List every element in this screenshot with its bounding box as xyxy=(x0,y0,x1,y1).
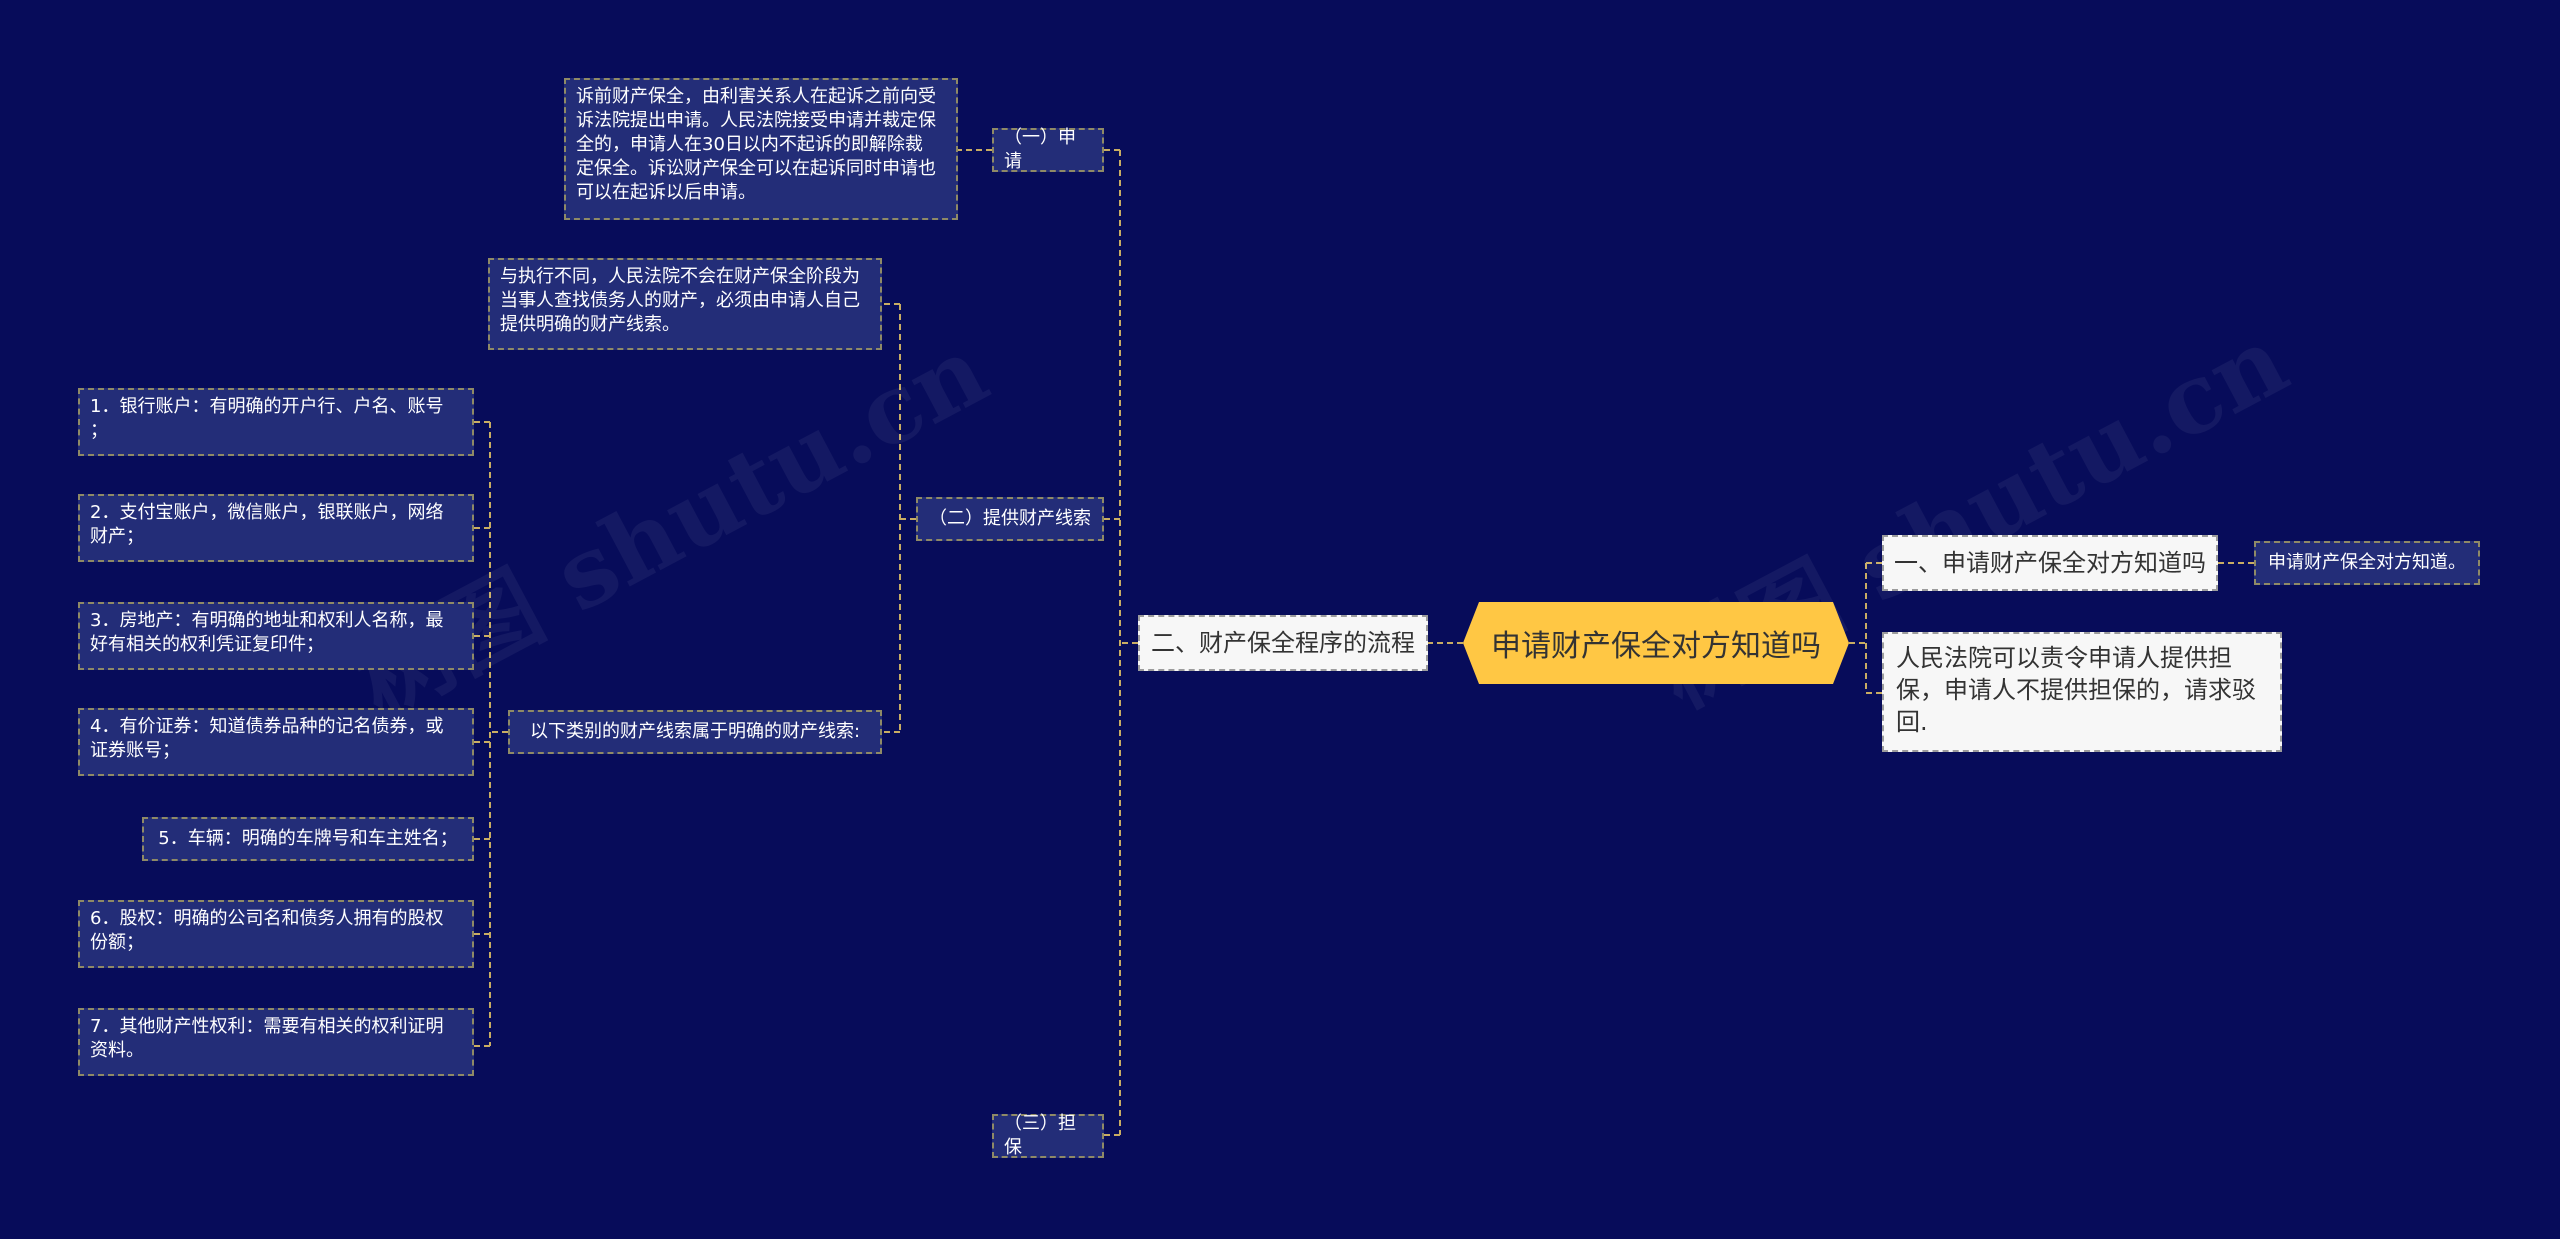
right-branch-answer[interactable]: 申请财产保全对方知道。 xyxy=(2254,541,2480,585)
clue-item[interactable]: 6．股权：明确的公司名和债务人拥有的股权 份额； xyxy=(78,900,474,968)
apply-detail[interactable]: 诉前财产保全，由利害关系人在起诉之前向受 诉法院提出申请。人民法院接受申请并裁定… xyxy=(564,78,958,220)
root-topic[interactable]: 申请财产保全对方知道吗 xyxy=(1463,602,1849,684)
clue-item[interactable]: 3．房地产：有明确的地址和权利人名称，最 好有相关的权利凭证复印件； xyxy=(78,602,474,670)
connector-root-right xyxy=(1849,562,1882,694)
connector-main-subs xyxy=(1104,149,1138,1136)
clue-item[interactable]: 2．支付宝账户，微信账户，银联账户，网络 财产； xyxy=(78,494,474,562)
clue-item[interactable]: 5．车辆：明确的车牌号和车主姓名； xyxy=(142,817,474,861)
connector-list-items xyxy=(474,421,508,1047)
clue-item[interactable]: 4．有价证券：知道债券品种的记名债券，或 证券账号； xyxy=(78,708,474,776)
right-branch-question[interactable]: 一、申请财产保全对方知道吗 xyxy=(1882,535,2218,591)
clue-item[interactable]: 7．其他财产性权利：需要有相关的权利证明 资料。 xyxy=(78,1008,474,1076)
connector-sub2-children xyxy=(882,303,916,733)
clue-item[interactable]: 1．银行账户：有明确的开户行、户名、账号 ； xyxy=(78,388,474,456)
sub-topic-property-clues[interactable]: （二）提供财产线索 xyxy=(916,497,1104,541)
left-main-process[interactable]: 二、财产保全程序的流程 xyxy=(1138,615,1428,671)
sub-topic-guarantee[interactable]: （三）担保 xyxy=(992,1113,1104,1158)
property-clues-list-header[interactable]: 以下类别的财产线索属于明确的财产线索: xyxy=(508,710,882,754)
property-clues-detail[interactable]: 与执行不同，人民法院不会在财产保全阶段为 当事人查找债务人的财产，必须由申请人自… xyxy=(488,258,882,350)
sub-topic-apply[interactable]: （一）申请 xyxy=(992,127,1104,172)
right-branch-guarantee[interactable]: 人民法院可以责令申请人提供担保，申请人不提供担保的，请求驳回. xyxy=(1882,632,2282,752)
